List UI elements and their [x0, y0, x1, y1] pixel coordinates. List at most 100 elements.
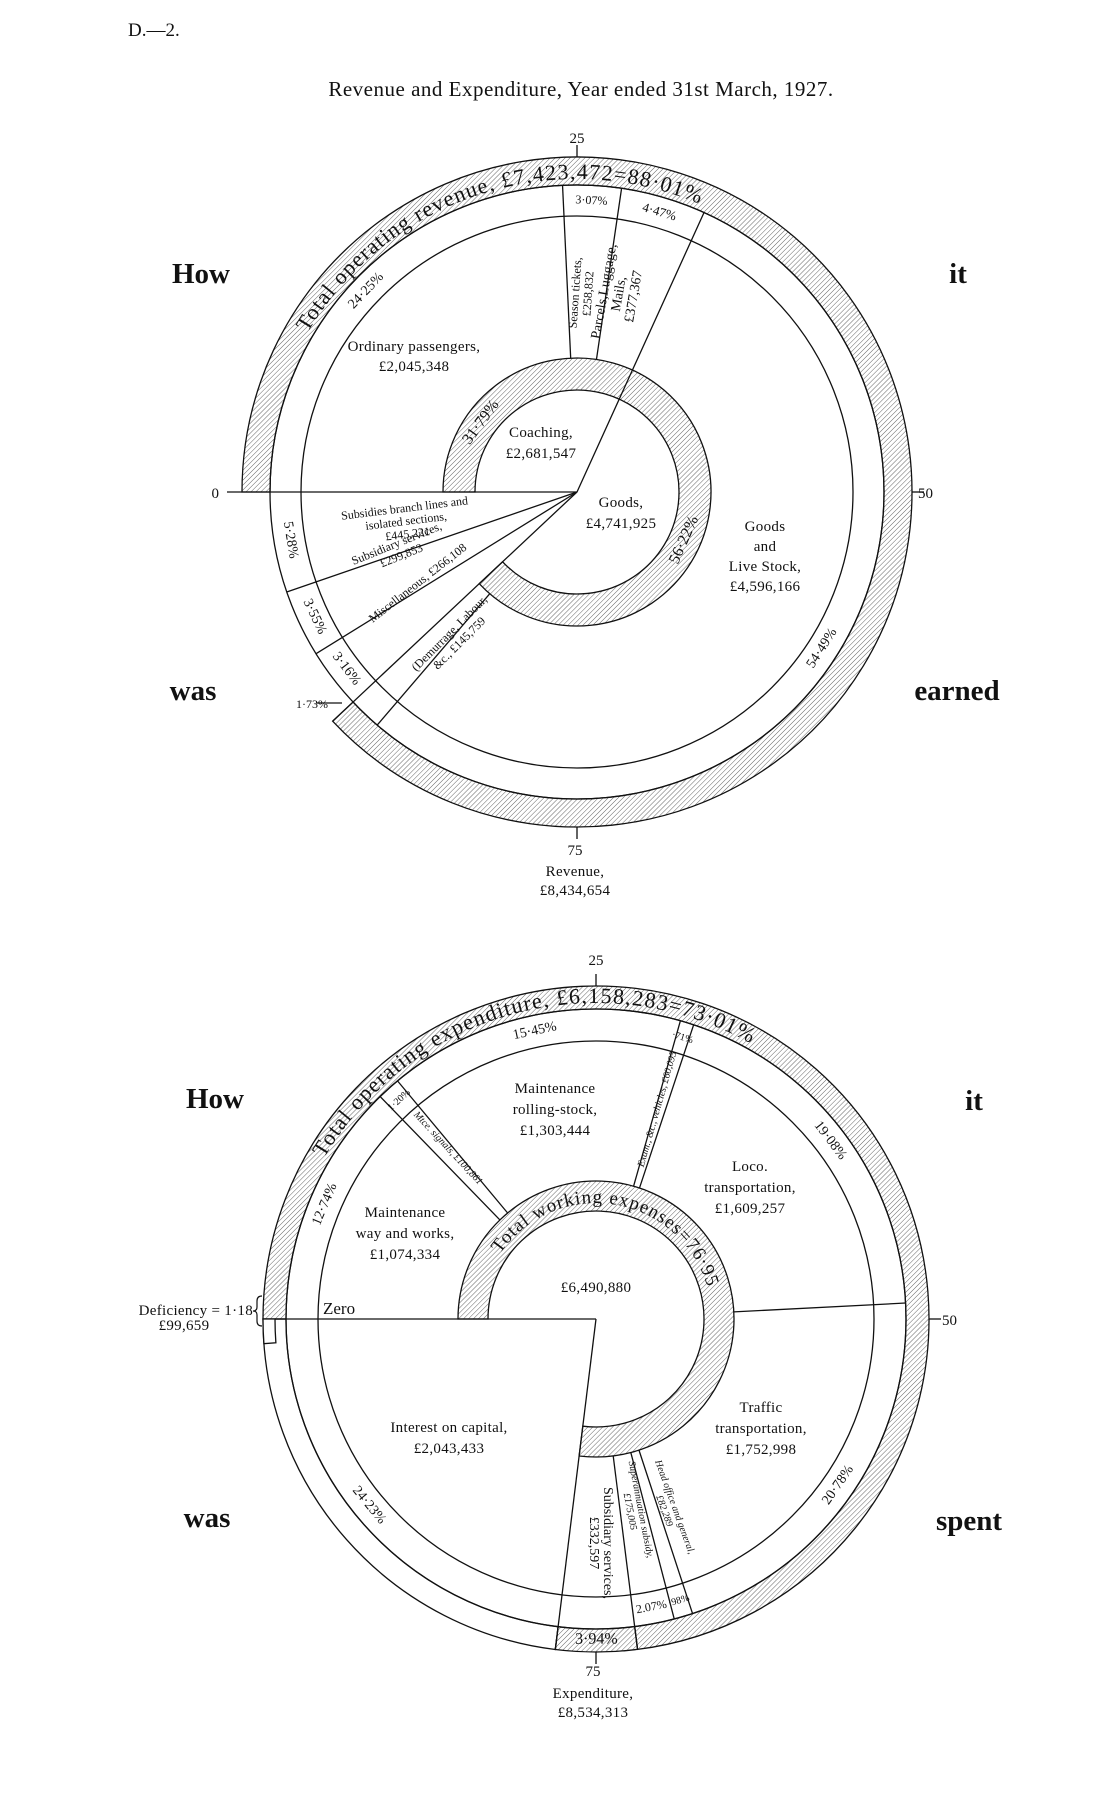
subsidiary-services-label: Subsidiary services, £332,597 — [586, 1487, 615, 1599]
segment-boundary-line — [397, 1080, 509, 1214]
segment-boundary-line — [733, 1302, 906, 1313]
revenue-pie-chart: Total operating revenue, £7,423,472=88·0… — [170, 131, 1000, 899]
segment-label: Live Stock, — [729, 559, 801, 575]
percent-label: 5·28% — [280, 520, 301, 560]
side-word-was: was — [184, 1502, 231, 1534]
inner-revenue-ring — [442, 357, 712, 627]
segment-label: Mails, — [609, 275, 630, 312]
segment-amount: £2,045,348 — [379, 359, 450, 375]
percent-label: 15·45% — [512, 1019, 559, 1043]
segment-boundary-line — [561, 185, 572, 359]
percent-label: 1·20% — [386, 1087, 413, 1113]
exam-vehicles-label: Exam., &c., vehicles, £60,095 — [636, 1050, 680, 1169]
demurrage-label: (Demurrage, Labour, &c., £145,759 — [408, 592, 489, 673]
segment-label: Maintenance — [515, 1081, 596, 1097]
segment-amount: £1,609,257 — [715, 1201, 786, 1217]
segment-amount: £1,752,998 — [726, 1442, 797, 1458]
group-label-goods: Goods, — [599, 495, 644, 511]
side-word-earned: earned — [914, 675, 999, 707]
side-word-was: was — [170, 675, 217, 707]
page-title: Revenue and Expenditure, Year ended 31st… — [328, 77, 833, 101]
segment-label: Season tickets, — [566, 257, 585, 329]
scale-tick-zero: Zero — [323, 1299, 355, 1318]
segment-boundary-line — [554, 1318, 597, 1650]
percent-label: 3·94% — [575, 1631, 618, 1648]
segment-boundary-line — [376, 593, 491, 726]
segment-boundary-line — [576, 212, 705, 493]
side-word-how: How — [186, 1083, 244, 1115]
deficiency-label: Deficiency = 1·18 — [139, 1303, 253, 1319]
deficiency-amount: £99,659 — [159, 1318, 210, 1334]
side-word-how: How — [172, 258, 230, 290]
deficiency-brace — [252, 1295, 263, 1327]
segment-label: Goods — [745, 519, 786, 535]
segment-label: Exam., &c., vehicles, £60,095 — [636, 1050, 680, 1169]
segment-boundary-line — [315, 491, 578, 655]
signals-label: Mtce. signals, £100,861 — [410, 1109, 484, 1187]
segment-label: and — [754, 539, 777, 555]
percent-label: 2.07% — [635, 1597, 668, 1617]
segment-label: transportation, — [715, 1421, 807, 1437]
chart-caption: Revenue, — [546, 864, 605, 880]
group-label-coaching: Coaching, — [509, 425, 573, 441]
subsidies-label: Subsidies branch lines and isolated sect… — [340, 493, 468, 543]
season-tickets-label: Season tickets, £258,832 — [566, 257, 597, 329]
segment-amount: £1,074,334 — [370, 1247, 441, 1263]
segment-amount: £445,221 — [384, 524, 430, 543]
segment-amount: £258,832 — [579, 271, 596, 317]
segment-amount: £332,597 — [586, 1517, 601, 1570]
working-expenses-ring — [457, 1180, 735, 1458]
scale-tick-0: 0 — [212, 486, 220, 502]
side-word-it: it — [949, 258, 967, 290]
percent-label: 3·16% — [329, 650, 364, 689]
scale-tick-50: 50 — [918, 486, 933, 502]
parcels-label: Parcels,Luggage, Mails, £377,367 — [589, 243, 646, 341]
segment-amount: £1,303,444 — [520, 1123, 591, 1139]
segment-label: Loco. — [732, 1159, 768, 1175]
segment-boundary-line — [286, 491, 578, 593]
segment-boundary-line — [595, 188, 623, 360]
segment-label: Mtce. signals, £100,861 — [410, 1109, 484, 1187]
superannuation-label: Superannuation subsidy, £175,005 — [621, 1460, 656, 1559]
chart-caption: Expenditure, — [553, 1686, 634, 1702]
segment-amount: £2,043,433 — [414, 1441, 485, 1457]
page-reference: D.—2. — [128, 20, 180, 41]
segment-label: transportation, — [704, 1180, 796, 1196]
segment-boundary-line — [630, 1452, 675, 1620]
expenditure-chart-geometry — [262, 974, 941, 1664]
percent-label: ·98% — [667, 1593, 691, 1610]
segment-boundary-line — [332, 491, 578, 722]
segment-label: Maintenance — [365, 1205, 446, 1221]
deficiency-tab — [262, 1318, 277, 1345]
segment-boundary-line — [638, 1024, 695, 1189]
segment-label: way and works, — [356, 1226, 455, 1242]
side-word-it: it — [965, 1085, 983, 1117]
percent-label: 4·47% — [641, 199, 679, 223]
side-word-spent: spent — [936, 1505, 1002, 1537]
scale-tick-25: 25 — [570, 131, 585, 147]
chart-total: £8,434,654 — [540, 883, 611, 899]
segment-label: rolling-stock, — [513, 1102, 598, 1118]
scale-tick-75: 75 — [586, 1664, 601, 1680]
revenue-chart-geometry — [227, 145, 924, 839]
segment-boundary-line — [612, 1455, 639, 1650]
segment-label: Interest on capital, — [390, 1420, 507, 1436]
segment-boundary-line — [632, 1020, 682, 1187]
segment-boundary-line — [379, 1096, 501, 1221]
segment-label: Subsidiary services, — [600, 1487, 615, 1599]
working-expenses-total: £6,490,880 — [561, 1280, 632, 1296]
percent-label: 3·07% — [575, 192, 608, 208]
segment-amount: £4,596,166 — [730, 579, 801, 595]
expenditure-pie-chart: Total operating expenditure, £6,158,283=… — [0, 0, 1002, 1721]
group-amount-coaching: £2,681,547 — [506, 446, 577, 462]
percent-label-demurrage: 1·73% — [296, 697, 328, 711]
group-amount-goods: £4,741,925 — [586, 516, 657, 532]
scale-tick-50: 50 — [942, 1313, 957, 1329]
interest-band — [262, 1318, 559, 1651]
segment-label: Ordinary passengers, — [348, 339, 481, 355]
scale-tick-25: 25 — [589, 953, 604, 969]
chart-total: £8,534,313 — [558, 1705, 629, 1721]
segment-boundary-line — [638, 1449, 694, 1614]
percent-label: 24·23% — [349, 1483, 389, 1527]
